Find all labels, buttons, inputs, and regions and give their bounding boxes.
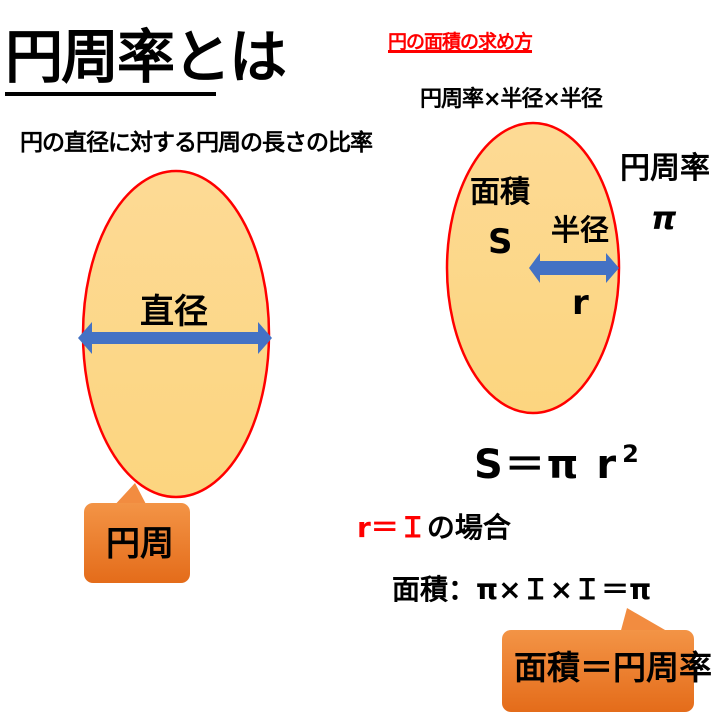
diameter-arrow-icon [78,322,272,354]
callout-area-equals-pi [502,608,694,712]
callout-circumference [84,483,190,583]
callout-circumference-text: 円周 [106,524,174,564]
area-method-heading: 円の面積の求め方 [388,31,533,53]
page-title: 円周率とは [5,23,287,91]
case-line: r＝Ｉの場合 [357,510,511,546]
pi-symbol: π [651,199,677,237]
area-label: 面積 [470,175,530,210]
area-symbol: S [488,222,513,262]
calculation-line: 面積：π×Ｉ×Ｉ＝π [392,573,652,606]
case-condition: r＝Ｉ [357,511,427,544]
callout-area-text: 面積＝円周率 [514,648,712,687]
radius-label: 半径 [551,213,610,247]
area-formula-exponent: 2 [622,440,641,468]
radius-symbol: r [572,283,589,323]
title-underline [5,92,216,96]
pi-label: 円周率 [620,151,710,186]
case-suffix: の場合 [426,511,511,544]
area-formula-words: 円周率×半径×半径 [420,87,603,112]
radius-arrow-icon [529,253,619,283]
circle-left-diagram [78,169,272,499]
definition-subtitle: 円の直径に対する円周の長さの比率 [20,130,373,156]
area-formula-main: S＝π r [474,442,619,488]
circle-right-diagram [445,121,621,415]
diameter-label: 直径 [140,292,208,332]
